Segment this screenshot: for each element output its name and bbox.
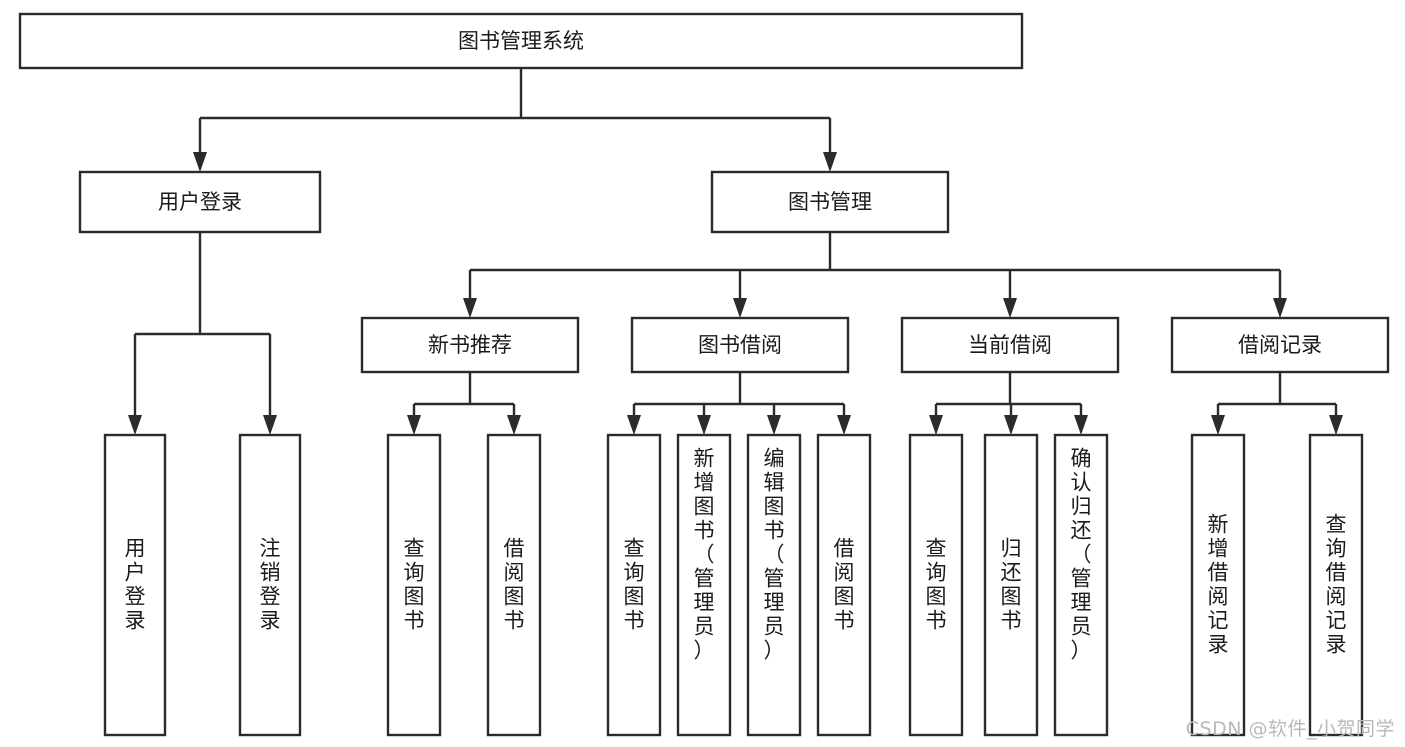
node-current-borrow-box	[900, 316, 1120, 374]
node-book-manage[interactable]: 图书管理	[710, 170, 950, 234]
arrow-head-icon	[767, 415, 781, 435]
node-leaf-user-login[interactable]: 用户登录	[103, 433, 167, 737]
arrow-head-icon	[1329, 415, 1343, 435]
node-leaf-edit-book-box	[746, 433, 802, 737]
node-current-borrow[interactable]: 当前借阅	[900, 316, 1120, 374]
arrow-head-icon	[263, 415, 277, 435]
node-book-manage-label: 图书管理	[788, 190, 872, 214]
node-leaf-return-book[interactable]: 归还图书	[983, 433, 1039, 737]
arrow-head-icon	[733, 298, 747, 318]
arrow-head-icon	[627, 415, 641, 435]
node-user-login-label: 用户登录	[158, 190, 242, 214]
node-leaf-add-record-label: 新增借阅记录	[1208, 513, 1229, 657]
node-leaf-borrow-book-1-label: 借阅图书	[504, 537, 525, 633]
node-leaf-query-book-1[interactable]: 查询图书	[386, 433, 442, 737]
node-leaf-user-logout-label: 注销登录	[260, 537, 281, 633]
node-book-borrow-box	[630, 316, 850, 374]
arrow-head-icon	[823, 152, 837, 172]
node-leaf-edit-book[interactable]: 编辑图书（管理员）	[746, 433, 802, 737]
node-leaf-query-record[interactable]: 查询借阅记录	[1308, 433, 1364, 737]
arrow-head-icon	[697, 415, 711, 435]
node-book-borrow[interactable]: 图书借阅	[630, 316, 850, 374]
node-leaf-confirm-return-label: 确认归还（管理员）	[1071, 447, 1092, 663]
node-layer: 图书管理系统用户登录图书管理新书推荐图书借阅当前借阅借阅记录用户登录注销登录查询…	[18, 12, 1390, 737]
node-leaf-query-book-3-label: 查询图书	[926, 537, 947, 633]
node-leaf-borrow-book-2-label: 借阅图书	[834, 537, 855, 633]
node-leaf-borrow-book-1-box	[486, 433, 542, 737]
node-leaf-query-book-2[interactable]: 查询图书	[606, 433, 662, 737]
node-leaf-return-book-box	[983, 433, 1039, 737]
node-leaf-user-logout-box	[238, 433, 302, 737]
node-leaf-query-record-box	[1308, 433, 1364, 737]
node-root-label: 图书管理系统	[458, 29, 584, 53]
node-new-book-recommend[interactable]: 新书推荐	[360, 316, 580, 374]
arrow-head-icon	[407, 415, 421, 435]
node-leaf-query-book-2-box	[606, 433, 662, 737]
arrow-head-icon	[463, 298, 477, 318]
arrow-head-icon	[1074, 415, 1088, 435]
node-leaf-add-record-box	[1190, 433, 1246, 737]
arrow-head-icon	[193, 152, 207, 172]
node-book-borrow-label: 图书借阅	[698, 333, 782, 357]
arrow-head-icon	[1004, 415, 1018, 435]
node-borrow-record-box	[1170, 316, 1390, 374]
node-leaf-user-login-box	[103, 433, 167, 737]
node-leaf-add-book[interactable]: 新增图书（管理员）	[676, 433, 732, 737]
node-new-book-recommend-label: 新书推荐	[428, 333, 512, 357]
node-leaf-add-book-box	[676, 433, 732, 737]
node-leaf-add-record[interactable]: 新增借阅记录	[1190, 433, 1246, 737]
node-borrow-record[interactable]: 借阅记录	[1170, 316, 1390, 374]
node-leaf-confirm-return-box	[1053, 433, 1109, 737]
node-leaf-user-login-label: 用户登录	[125, 537, 146, 633]
node-leaf-borrow-book-2[interactable]: 借阅图书	[816, 433, 872, 737]
node-leaf-confirm-return[interactable]: 确认归还（管理员）	[1053, 433, 1109, 737]
arrow-head-icon	[507, 415, 521, 435]
arrow-head-icon	[929, 415, 943, 435]
node-leaf-return-book-label: 归还图书	[1001, 537, 1022, 633]
node-user-login-box	[78, 170, 322, 234]
node-leaf-query-book-3-box	[908, 433, 964, 737]
arrow-head-icon	[1211, 415, 1225, 435]
node-leaf-query-book-2-label: 查询图书	[624, 537, 645, 633]
node-leaf-query-book-3[interactable]: 查询图书	[908, 433, 964, 737]
node-leaf-borrow-book-1[interactable]: 借阅图书	[486, 433, 542, 737]
connector-layer	[128, 68, 1343, 435]
node-new-book-recommend-box	[360, 316, 580, 374]
node-root[interactable]: 图书管理系统	[18, 12, 1024, 70]
arrow-head-icon	[1273, 298, 1287, 318]
node-leaf-query-book-1-label: 查询图书	[404, 537, 425, 633]
node-book-manage-box	[710, 170, 950, 234]
node-borrow-record-label: 借阅记录	[1238, 333, 1322, 357]
node-current-borrow-label: 当前借阅	[968, 333, 1052, 357]
node-leaf-user-logout[interactable]: 注销登录	[238, 433, 302, 737]
node-leaf-borrow-book-2-box	[816, 433, 872, 737]
arrow-head-icon	[1003, 298, 1017, 318]
node-leaf-edit-book-label: 编辑图书（管理员）	[764, 447, 785, 663]
node-leaf-add-book-label: 新增图书（管理员）	[694, 447, 715, 663]
node-user-login[interactable]: 用户登录	[78, 170, 322, 234]
node-leaf-query-record-label: 查询借阅记录	[1326, 513, 1347, 657]
node-root-box	[18, 12, 1024, 70]
arrow-head-icon	[128, 415, 142, 435]
node-leaf-query-book-1-box	[386, 433, 442, 737]
arrow-head-icon	[837, 415, 851, 435]
